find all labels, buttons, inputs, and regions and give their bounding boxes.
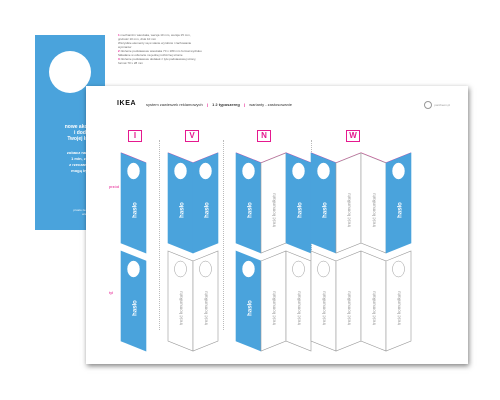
panel-headline: hasło bbox=[205, 202, 211, 218]
headline-line: nowe akcesoria bbox=[64, 124, 102, 130]
hanger-hole bbox=[392, 162, 405, 180]
hanger-hole bbox=[49, 51, 91, 93]
column-divider bbox=[159, 140, 160, 330]
panel-headline: hasło bbox=[133, 300, 139, 316]
spec-note: 3 złożenie podstawowe dodatek z tyłu pod… bbox=[118, 57, 197, 65]
agency-logo-icon bbox=[424, 101, 433, 109]
hanger-panel-i-front bbox=[120, 152, 147, 254]
panel-headline: hasło bbox=[398, 202, 404, 218]
hanger-panel-v-front bbox=[192, 152, 219, 254]
sub-line: z rzeczami, mogą bbox=[69, 162, 102, 167]
title-variants: warianty - zastosowanie bbox=[249, 102, 292, 107]
agency-mark: pantheon.pl bbox=[424, 101, 450, 109]
panel-body-faded: treść komunikatu bbox=[372, 192, 377, 227]
panel-body-faded: treść komunikatu bbox=[204, 290, 209, 325]
hanger-hole bbox=[127, 162, 140, 180]
sub-line: zobacz na miejscu bbox=[66, 150, 102, 155]
panel-body-faded: treść komunikatu bbox=[272, 192, 277, 227]
spec-notes: 1 mechanizm wieszaka, wersja 10 mm, wers… bbox=[118, 33, 202, 65]
spec-note: Składane w odwrocie na jednej rozlicznej… bbox=[118, 53, 183, 57]
title-format: 1 2 typoszereg bbox=[212, 102, 240, 107]
hanger-hole bbox=[392, 260, 405, 278]
hanger-hole bbox=[174, 162, 187, 180]
hanger-hole bbox=[174, 260, 187, 278]
spec-note: Wszystkie elementy są w stanie wyrobów i… bbox=[118, 41, 192, 49]
spec-note: 2 złożenie podstawowe wieszaka 70 x 180 … bbox=[118, 49, 202, 53]
hanger-hole bbox=[242, 162, 255, 180]
panel-body-faded: treść komunikatu bbox=[272, 290, 277, 325]
panel-body-faded: treść komunikatu bbox=[347, 290, 352, 325]
hanger-panel-n-back bbox=[285, 250, 312, 352]
hanger-hole bbox=[317, 162, 330, 180]
hanger-variants-diagram: hasło hasło hasło hasło treść komunikatu treś… bbox=[120, 152, 412, 352]
hanger-panel-w-front bbox=[385, 152, 412, 254]
hanger-hole bbox=[199, 260, 212, 278]
row-label-front: przód bbox=[109, 184, 120, 189]
panel-body-faded: treść komunikatu bbox=[397, 290, 402, 325]
hanger-hole bbox=[242, 260, 255, 278]
agency-name: pantheon.pl bbox=[434, 102, 450, 107]
hanger-panel-v-back bbox=[192, 250, 219, 352]
hanger-hole bbox=[292, 260, 305, 278]
footer-line: prosto ze IKEA tuż bbox=[73, 208, 98, 212]
hanger-panel-i-back bbox=[120, 250, 147, 352]
system-sheet: IKEA system zawieszek reklamowych | 1 2 … bbox=[86, 86, 468, 364]
spec-note: 1 mechanizm wieszaka, wersja 10 mm, wers… bbox=[118, 33, 191, 41]
panel-headline: hasło bbox=[298, 202, 304, 218]
ikea-logo: IKEA bbox=[117, 100, 137, 107]
panel-headline: hasło bbox=[133, 202, 139, 218]
row-label-back: tył bbox=[109, 290, 113, 295]
column-divider bbox=[223, 140, 224, 330]
sheet-title: system zawieszek reklamowych | 1 2 typos… bbox=[146, 102, 292, 107]
panel-body-faded: treść komunikatu bbox=[179, 290, 184, 325]
title-system: system zawieszek reklamowych bbox=[146, 102, 203, 107]
hanger-hole bbox=[317, 260, 330, 278]
column-header-i: I bbox=[128, 130, 142, 142]
panel-body-faded: treść komunikatu bbox=[322, 290, 327, 325]
column-header-v: V bbox=[185, 130, 199, 142]
hanger-hole bbox=[292, 162, 305, 180]
headline-line: Twojej łazienki bbox=[67, 136, 102, 142]
column-header-n: N bbox=[257, 130, 271, 142]
hanger-panel-w-back bbox=[385, 250, 412, 352]
panel-headline: hasło bbox=[323, 202, 329, 218]
hanger-hole bbox=[127, 260, 140, 278]
panel-body-faded: treść komunikatu bbox=[297, 290, 302, 325]
column-header-w: W bbox=[346, 130, 360, 142]
panel-headline: hasło bbox=[180, 202, 186, 218]
panel-headline: hasło bbox=[248, 202, 254, 218]
panel-body-faded: treść komunikatu bbox=[347, 192, 352, 227]
panel-headline: hasło bbox=[248, 300, 254, 316]
panel-body-faded: treść komunikatu bbox=[372, 290, 377, 325]
hanger-hole bbox=[199, 162, 212, 180]
